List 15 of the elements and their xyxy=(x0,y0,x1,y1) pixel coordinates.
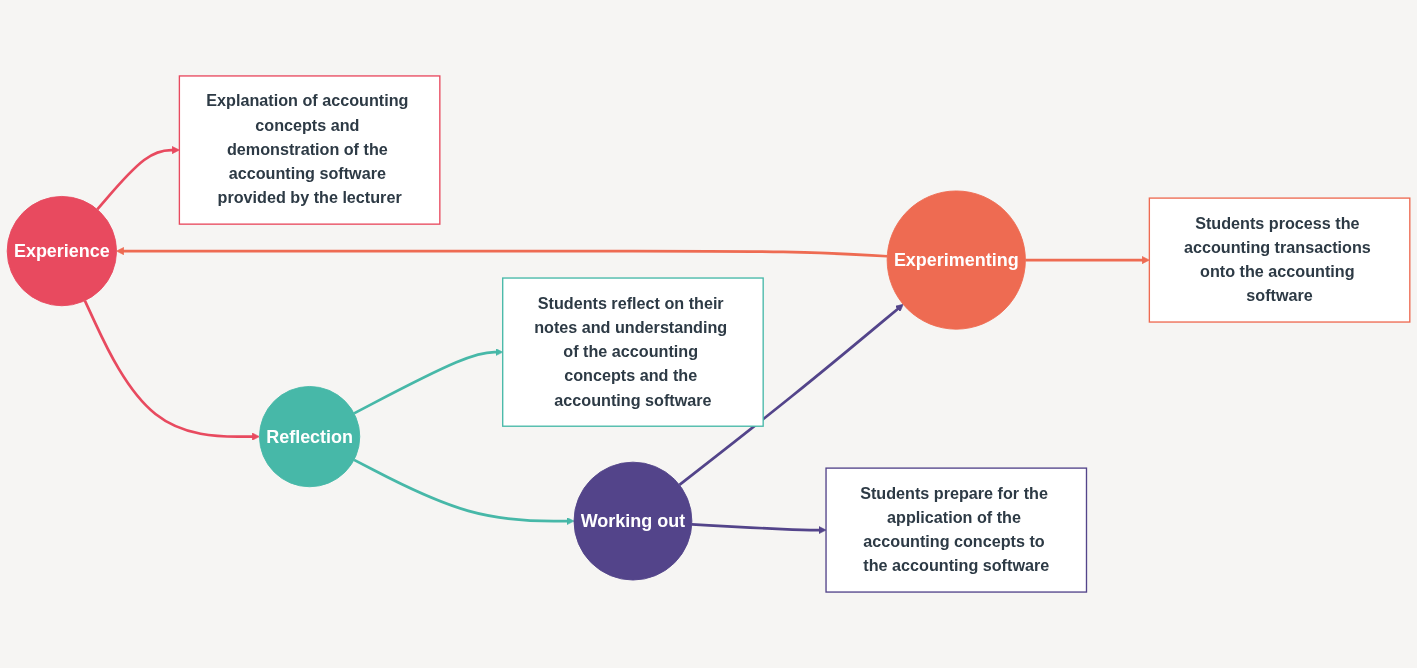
arrow xyxy=(678,304,904,486)
node-circle: Experimenting xyxy=(886,190,1026,330)
arrow xyxy=(353,458,575,526)
node-box: Students process the accounting transactions onto the accounting software xyxy=(1148,197,1411,323)
node-circle: Reflection xyxy=(259,386,361,488)
node-circle: Experience xyxy=(6,195,117,307)
arrow xyxy=(96,146,180,211)
arrow xyxy=(691,523,827,535)
node-box: Students reflect on their notes and understanding of the accounting concepts and the accounting software xyxy=(502,277,764,427)
arrow xyxy=(83,300,260,441)
node-box: Explanation of accounting concepts and demonstration of the accounting software provided by the lecturer xyxy=(178,75,441,225)
node-circle: Working out xyxy=(573,461,693,581)
arrow xyxy=(116,247,888,258)
arrow xyxy=(1025,256,1150,264)
node-box: Students prepare for the application of the accounting concepts to the accounting software xyxy=(825,467,1088,593)
